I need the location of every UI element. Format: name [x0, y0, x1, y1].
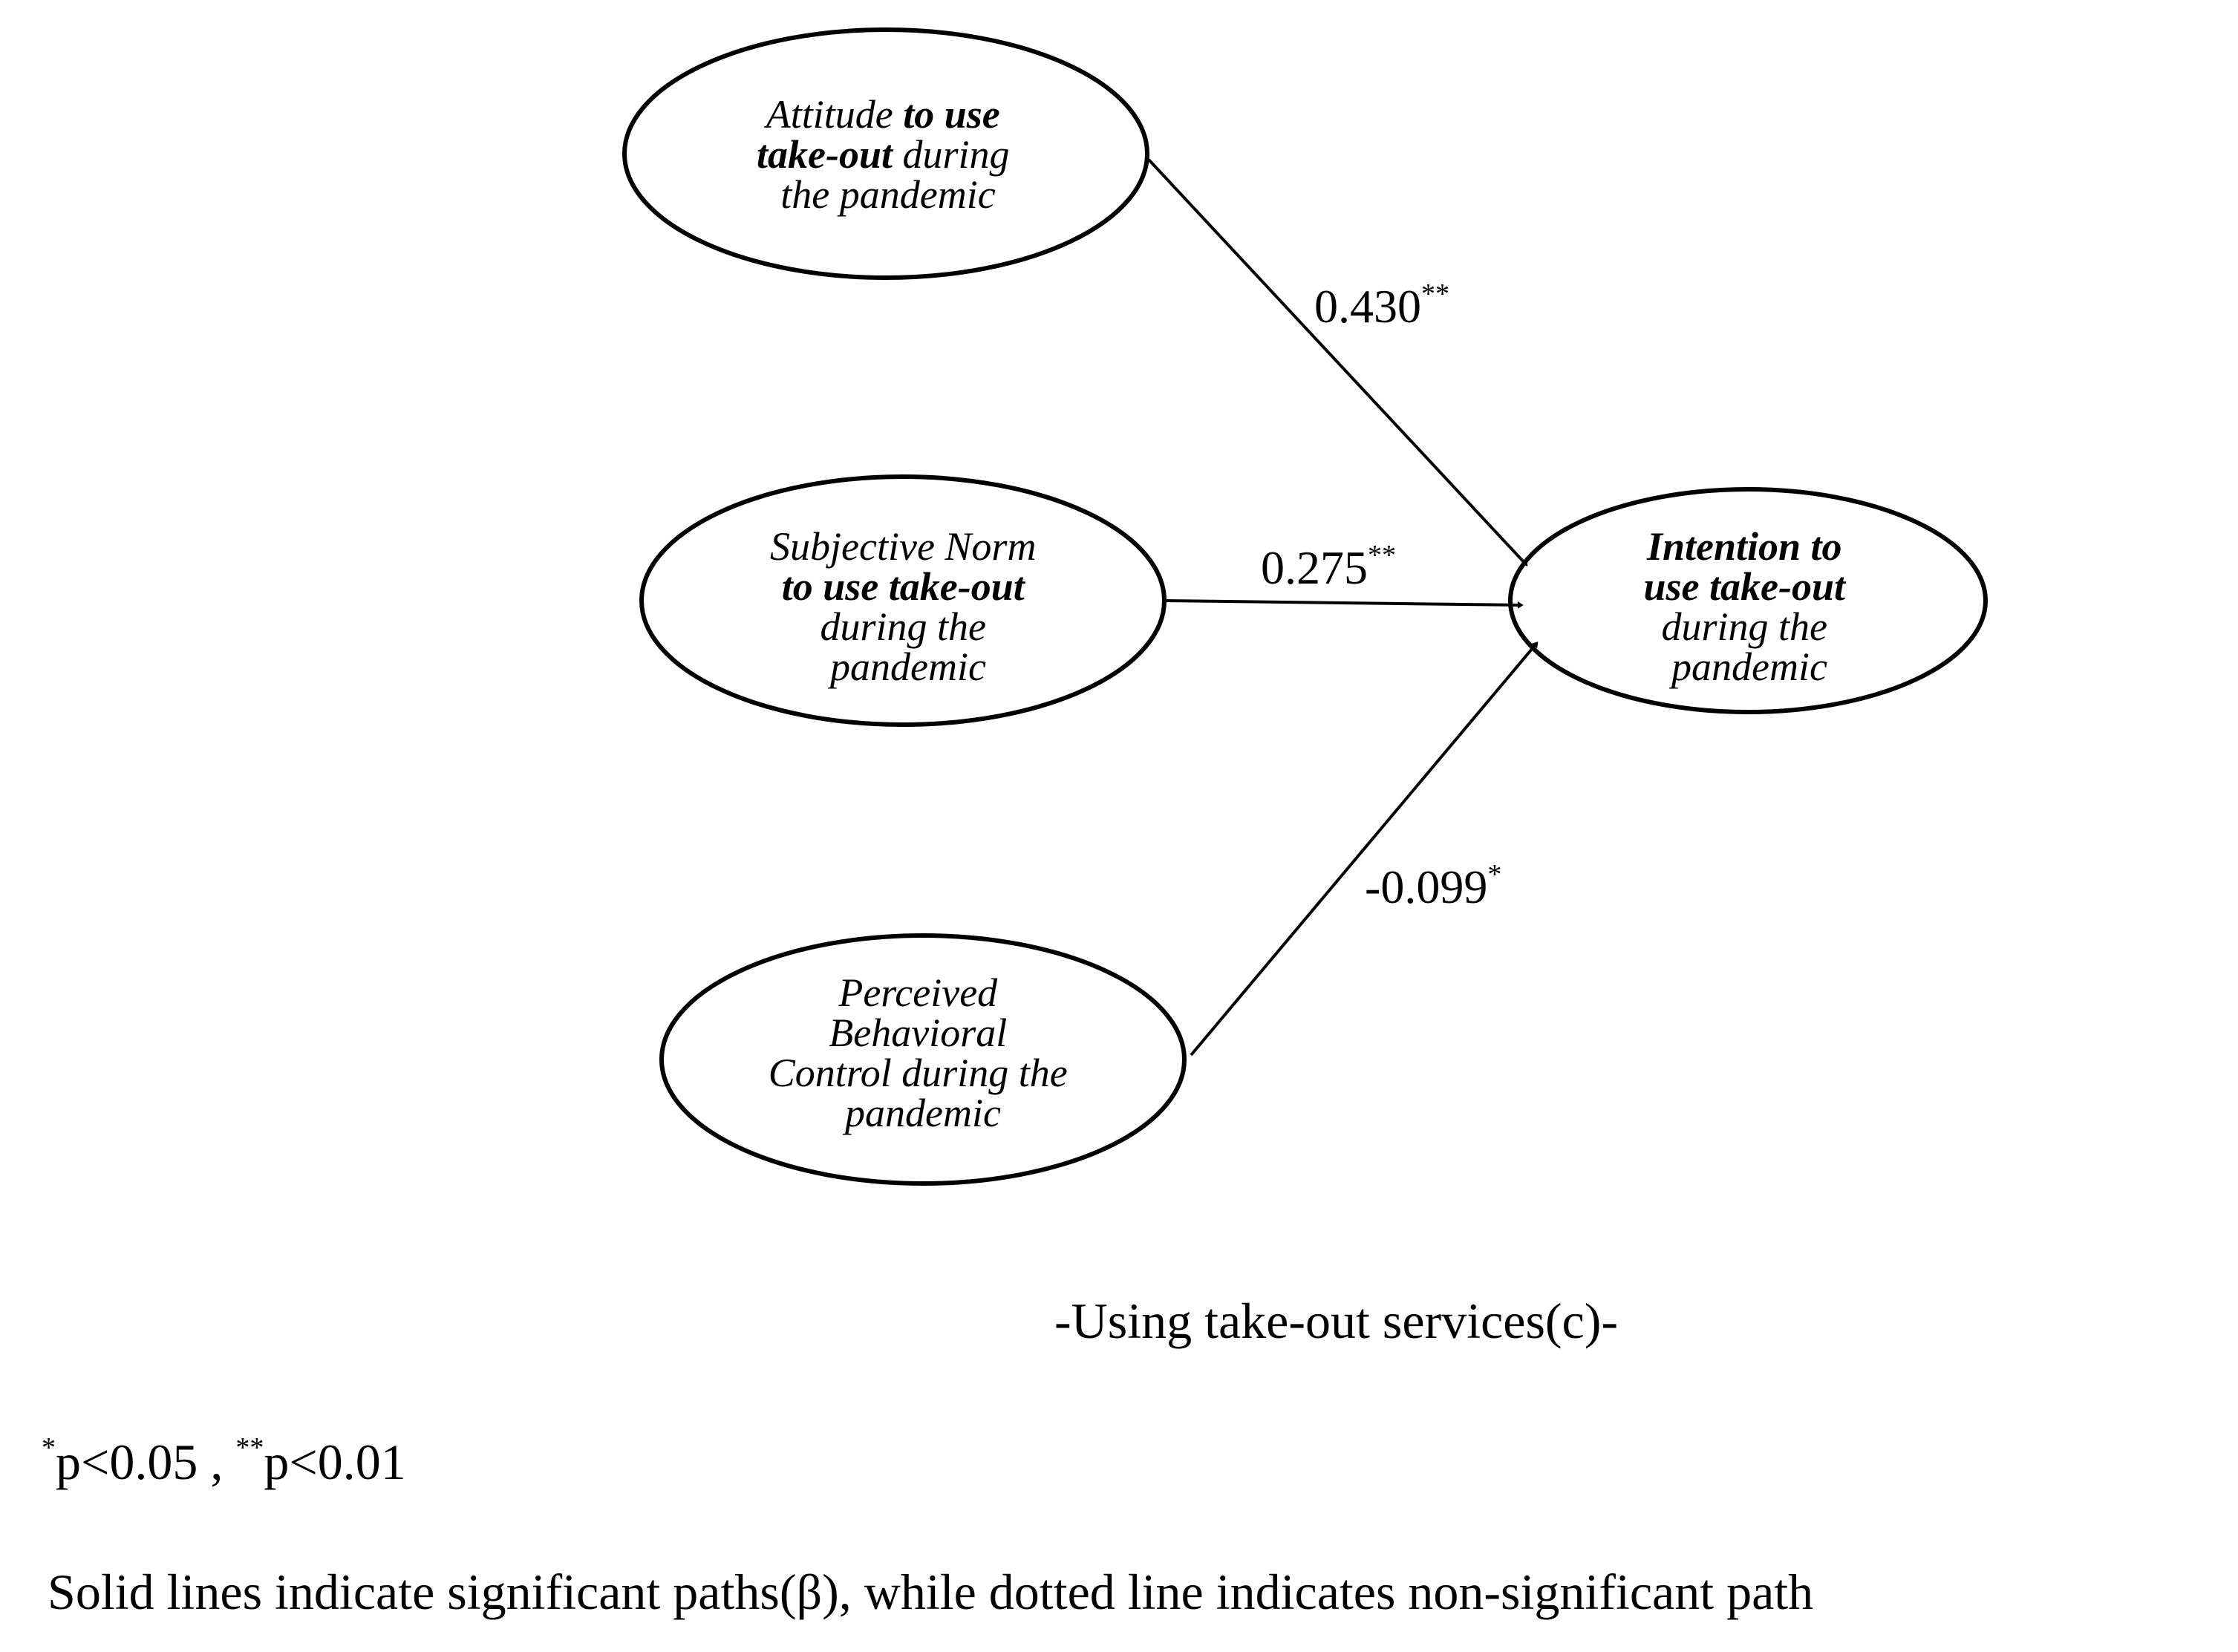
sig-mark-1: * — [42, 1432, 56, 1463]
path-attitude-intention — [1147, 158, 1526, 564]
path-subjective-norm-intention — [1164, 601, 1521, 605]
intention-label: Intention to use take-out during the pan… — [1643, 524, 1855, 689]
subjective-norm-node — [639, 474, 1167, 727]
coef-attitude: 0.430** — [1314, 278, 1449, 333]
diagram-caption: -Using take-out services(c)- — [1054, 1293, 1619, 1349]
attitude-node — [622, 27, 1149, 280]
sig-mark-2: ** — [235, 1432, 264, 1463]
attitude-label: Attitude to use take-out during the pand… — [757, 92, 1020, 217]
sig-text-1: p<0.05 , — [56, 1434, 236, 1490]
sig-text-2: p<0.01 — [264, 1434, 406, 1490]
coef-pbc: -0.099* — [1365, 859, 1501, 913]
line-style-note: Solid lines indicate significant paths(β… — [48, 1564, 1814, 1620]
path-pbc-intention — [1190, 644, 1536, 1057]
subjective-norm-label: Subjective Norm to use take-out during t… — [770, 524, 1046, 689]
significance-legend: *p<0.05 , **p<0.01 — [42, 1433, 406, 1492]
pbc-node — [659, 933, 1187, 1186]
coef-subjective-norm: 0.275** — [1261, 540, 1396, 594]
intention-node — [1508, 487, 1988, 714]
pbc-label: Perceived Behavioral Control during the … — [769, 970, 1078, 1135]
